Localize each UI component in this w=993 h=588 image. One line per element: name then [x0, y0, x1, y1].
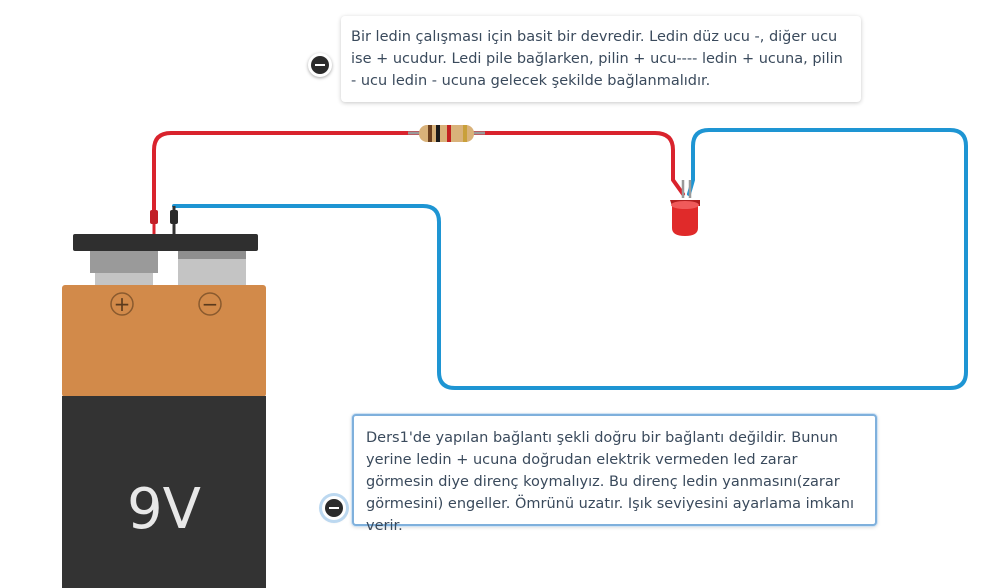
- battery-negative-terminal: [178, 251, 246, 259]
- battery-minus-symbol: −: [202, 292, 219, 316]
- resistor-icon[interactable]: [408, 125, 485, 142]
- battery-plus-icon: [110, 292, 134, 316]
- wire-positive[interactable]: [152, 131, 685, 220]
- negative-probe[interactable]: [170, 206, 178, 234]
- note-resistor-explanation-text: Ders1'de yapılan bağlantı şekli doğru bi…: [366, 430, 854, 534]
- battery-positive-terminal: [90, 251, 158, 273]
- battery-negative-terminal-base: [178, 259, 246, 286]
- battery-cap: [73, 234, 258, 251]
- collapse-minus-icon[interactable]: [308, 53, 332, 77]
- battery-minus-icon: [198, 292, 222, 316]
- battery-body-bottom: [62, 396, 266, 588]
- wire-negative[interactable]: [172, 128, 968, 390]
- battery[interactable]: + − 9V: [62, 234, 266, 588]
- led-icon[interactable]: [670, 180, 700, 236]
- battery-positive-terminal-base: [95, 273, 153, 286]
- note-resistor-explanation[interactable]: Ders1'de yapılan bağlantı şekli doğru bi…: [352, 414, 877, 534]
- battery-body-top: [62, 285, 266, 397]
- note-circuit-description-text: Bir ledin çalışması için basit bir devre…: [351, 29, 843, 89]
- battery-plus-symbol: +: [114, 292, 131, 316]
- collapse-minus-icon[interactable]: [322, 496, 346, 520]
- positive-probe[interactable]: [150, 206, 158, 234]
- note-circuit-description: Bir ledin çalışması için basit bir devre…: [341, 16, 861, 102]
- battery-voltage-label: 9V: [127, 477, 201, 542]
